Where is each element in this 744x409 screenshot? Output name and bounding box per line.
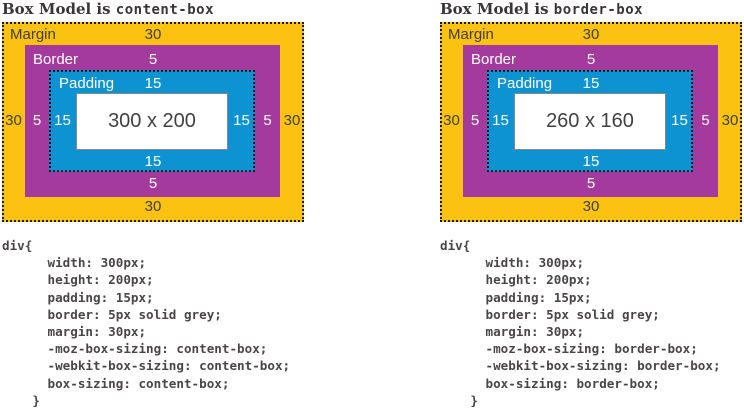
panel-content-box: Box Model is content-box 300 x 200 Margi… [2,0,308,409]
border-value-top: 5 [148,51,158,68]
margin-value-left: 30 [5,112,22,129]
padding-value-top: 15 [582,75,600,92]
content-area: 300 x 200 [76,93,228,150]
margin-value-right: 30 [721,112,739,129]
padding-value-right: 15 [671,112,688,129]
padding-label: Padding [59,75,115,92]
margin-value-top: 30 [582,26,600,43]
padding-value-left: 15 [54,112,71,129]
css-code-block: div{ width: 300px; height: 200px; paddin… [2,238,291,408]
title-prefix: Box Model is [440,0,554,18]
border-value-right: 5 [263,112,272,129]
border-value-top: 5 [586,51,596,68]
border-label: Border [33,51,79,68]
margin-value-right: 30 [283,112,301,129]
margin-value-top: 30 [144,26,162,43]
border-value-left: 5 [470,112,480,129]
padding-label: Padding [497,75,553,92]
panel-border-box: Box Model is border-box 260 x 160 Margin… [440,0,744,409]
margin-value-bottom: 30 [582,198,600,215]
padding-value-bottom: 15 [144,153,162,170]
box-model-diagram: 260 x 160 Margin Border Padding 30 5 15 … [440,22,742,222]
padding-value-left: 15 [492,112,509,129]
padding-value-right: 15 [233,112,250,129]
margin-value-bottom: 30 [144,198,162,215]
panel-title: Box Model is content-box [2,0,214,18]
border-label: Border [471,51,517,68]
title-keyword: border-box [553,2,644,18]
content-size-label: 300 x 200 [108,110,196,132]
border-value-bottom: 5 [148,175,158,192]
border-value-right: 5 [701,112,710,129]
border-value-left: 5 [32,112,42,129]
padding-value-top: 15 [144,75,162,92]
title-prefix: Box Model is [2,0,116,18]
content-area: 260 x 160 [514,93,666,150]
margin-label: Margin [10,26,56,43]
margin-label: Margin [448,26,494,43]
panel-title: Box Model is border-box [440,0,643,18]
box-model-diagram: 300 x 200 Margin Border Padding 30 5 15 … [2,22,304,222]
margin-value-left: 30 [443,112,460,129]
title-keyword: content-box [115,2,214,18]
content-size-label: 260 x 160 [546,110,634,132]
padding-value-bottom: 15 [582,153,600,170]
border-value-bottom: 5 [586,175,596,192]
css-code-block: div{ width: 300px; height: 200px; paddin… [440,238,721,408]
